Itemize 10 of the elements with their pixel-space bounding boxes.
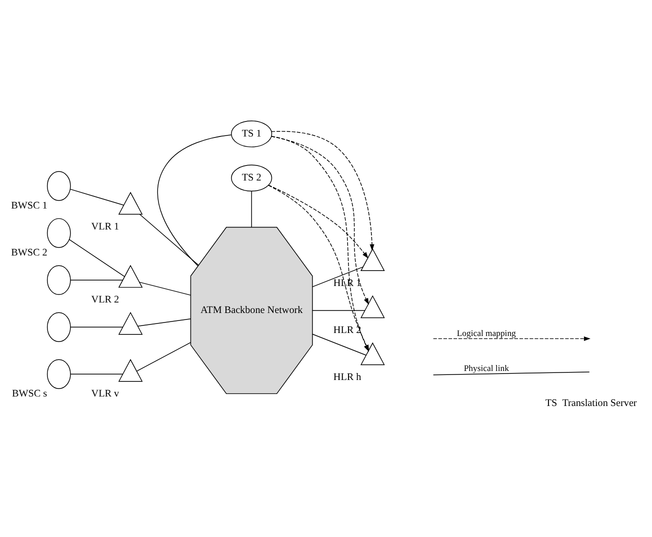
node-label: BWSC 1 [11, 200, 48, 212]
label: TS Translation Server [545, 398, 637, 409]
node-label: BWSC s [12, 388, 48, 400]
node-label: HLR h [333, 372, 362, 384]
legend-label: Logical mapping [456, 328, 516, 338]
legend-label: Physical link [464, 362, 509, 373]
node-label: VLR 1 [91, 222, 120, 233]
node-label: VLR 2 [91, 294, 120, 306]
node-label: VLR v [91, 388, 120, 400]
node-label: BWSC 2 [11, 248, 48, 259]
